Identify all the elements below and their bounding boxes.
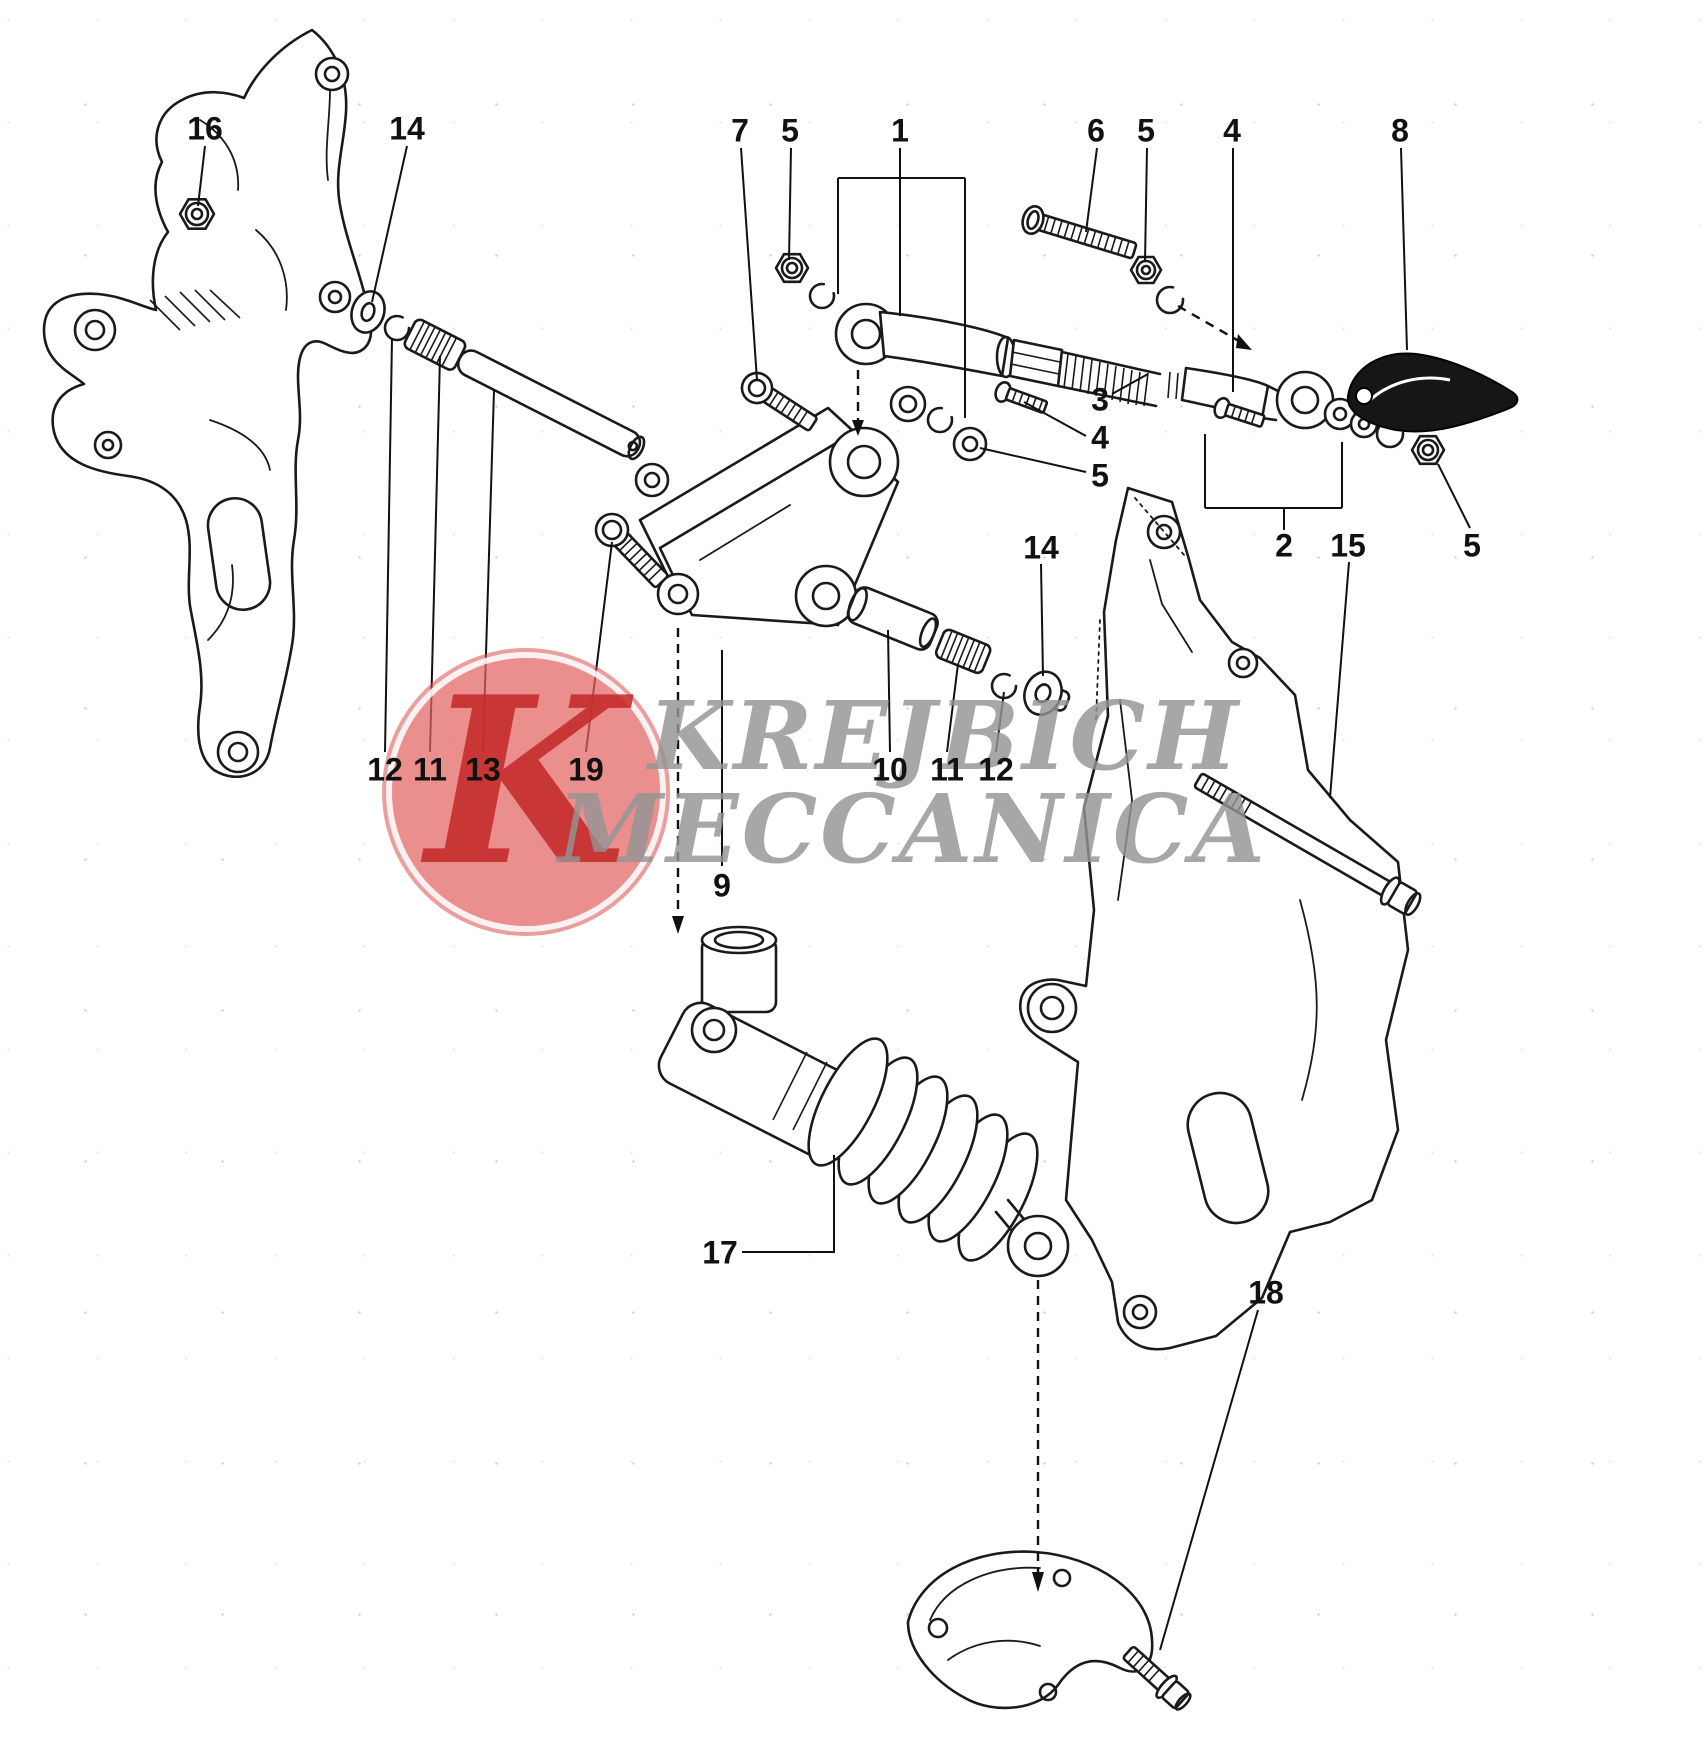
- bolt-4-right: [1213, 396, 1266, 428]
- guard-plate-18: [906, 1550, 1154, 1710]
- assembly-arrows: [672, 304, 1252, 1592]
- nut-5-top: [1129, 255, 1163, 285]
- bolt-4-mid: [994, 381, 1049, 414]
- pivot-shaft-group-left: [350, 290, 646, 461]
- shaft-13: [456, 349, 646, 461]
- nut-16: [178, 198, 216, 230]
- bolt-19: [594, 512, 669, 589]
- rocker-linkage-9: [634, 406, 900, 628]
- circlip-4: [1155, 285, 1185, 315]
- shock-absorber-17: [657, 925, 1070, 1278]
- nut-5-right: [1410, 434, 1446, 466]
- right-bracket-plate: [1019, 486, 1410, 1351]
- snap-ring-left: [808, 282, 836, 310]
- bolt-15: [1193, 772, 1422, 916]
- lever-8: [1346, 352, 1519, 433]
- snap-ring-12: [383, 314, 411, 342]
- upper-link-assembly: [774, 252, 1519, 466]
- hatching: [149, 289, 241, 331]
- nut-5-left: [774, 252, 810, 284]
- left-bracket-plate: [42, 28, 373, 779]
- bolt-6: [1021, 204, 1138, 260]
- bolt-18: [1122, 1645, 1192, 1711]
- lower-link-pin-group: [846, 586, 1071, 717]
- bolt-7: [740, 371, 818, 432]
